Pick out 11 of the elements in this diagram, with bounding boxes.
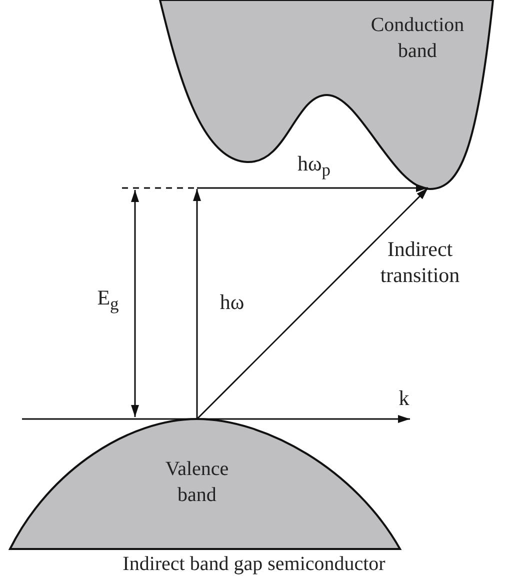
energy-gap-label: E$_{g}$ bbox=[97, 284, 119, 316]
arrow bbox=[196, 187, 429, 420]
band-label: Valence band bbox=[164, 457, 230, 508]
edge-label: hω$_{p}$ bbox=[297, 150, 331, 182]
band-label: Conduction band bbox=[370, 13, 465, 64]
edge-label: hω bbox=[220, 288, 244, 316]
edge-label: Indirect transition bbox=[379, 236, 461, 288]
caption: Indirect band gap semiconductor bbox=[122, 553, 386, 576]
arrow bbox=[193, 189, 201, 419]
arrow bbox=[197, 184, 428, 192]
axis-label: k bbox=[398, 384, 410, 412]
